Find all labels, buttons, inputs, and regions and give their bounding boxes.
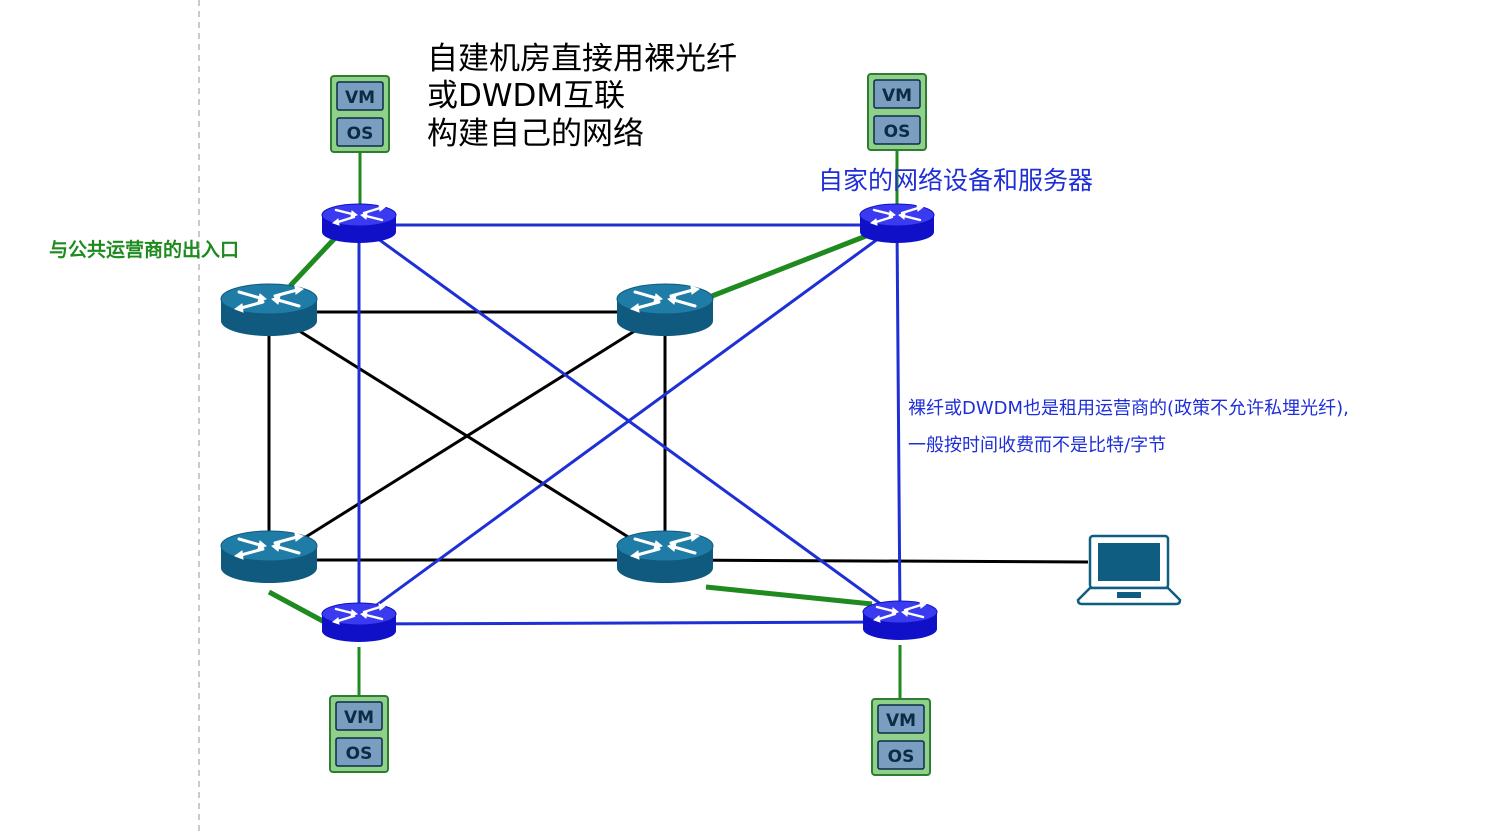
lease-note: 裸纤或DWDM也是租用运营商的(政策不允许私埋光纤), 一般按时间收费而不是比特… (908, 398, 1349, 456)
router-icon[interactable] (861, 599, 939, 642)
own-link (358, 620, 901, 626)
os-label: OS (884, 122, 911, 142)
server-stack-icon[interactable]: VM OS (867, 73, 927, 151)
vm-label: VM (345, 88, 375, 108)
page-title: 自建机房直接用裸光纤 或DWDM互联 构建自己的网络 (427, 41, 737, 152)
laptop-icon[interactable] (1076, 534, 1182, 606)
own-network-label: 自家的网络设备和服务器 (818, 166, 1093, 195)
gateway-link (711, 233, 867, 299)
vm-label: VM (886, 711, 916, 731)
vm-label: VM (344, 708, 374, 728)
router-icon[interactable] (219, 529, 319, 585)
title-line: 自建机房直接用裸光纤 (427, 41, 737, 77)
provider-link (268, 310, 666, 562)
own-link (358, 223, 898, 620)
own-link (895, 224, 902, 619)
server-stack-icon[interactable]: VM OS (329, 695, 389, 773)
provider-link (664, 558, 1089, 564)
server-stack-icon[interactable]: VM OS (871, 698, 931, 776)
server-stack-icon[interactable]: VM OS (330, 75, 390, 153)
gateway-link (267, 589, 334, 629)
router-icon[interactable] (219, 282, 319, 338)
title-line: 构建自己的网络 (427, 116, 644, 152)
gateway-link (288, 235, 338, 288)
server-links (357, 150, 902, 700)
title-line: 或DWDM互联 (427, 78, 625, 114)
router-icon[interactable] (320, 601, 398, 644)
own-links (357, 223, 902, 626)
router-icon[interactable] (320, 202, 398, 245)
public-gateway-label: 与公共运营商的出入口 (49, 238, 239, 261)
router-icon[interactable] (858, 202, 936, 245)
os-label: OS (346, 744, 373, 764)
note-line: 一般按时间收费而不是比特/字节 (908, 435, 1166, 456)
provider-links (267, 310, 1089, 564)
note-line: 裸纤或DWDM也是租用运营商的(政策不允许私埋光纤), (908, 398, 1349, 419)
os-label: OS (888, 747, 915, 767)
router-icon[interactable] (615, 282, 715, 338)
vm-label: VM (882, 86, 912, 106)
gateway-links (267, 233, 873, 629)
gateway-link (705, 584, 873, 607)
router-icon[interactable] (615, 529, 715, 585)
os-label: OS (347, 124, 374, 144)
